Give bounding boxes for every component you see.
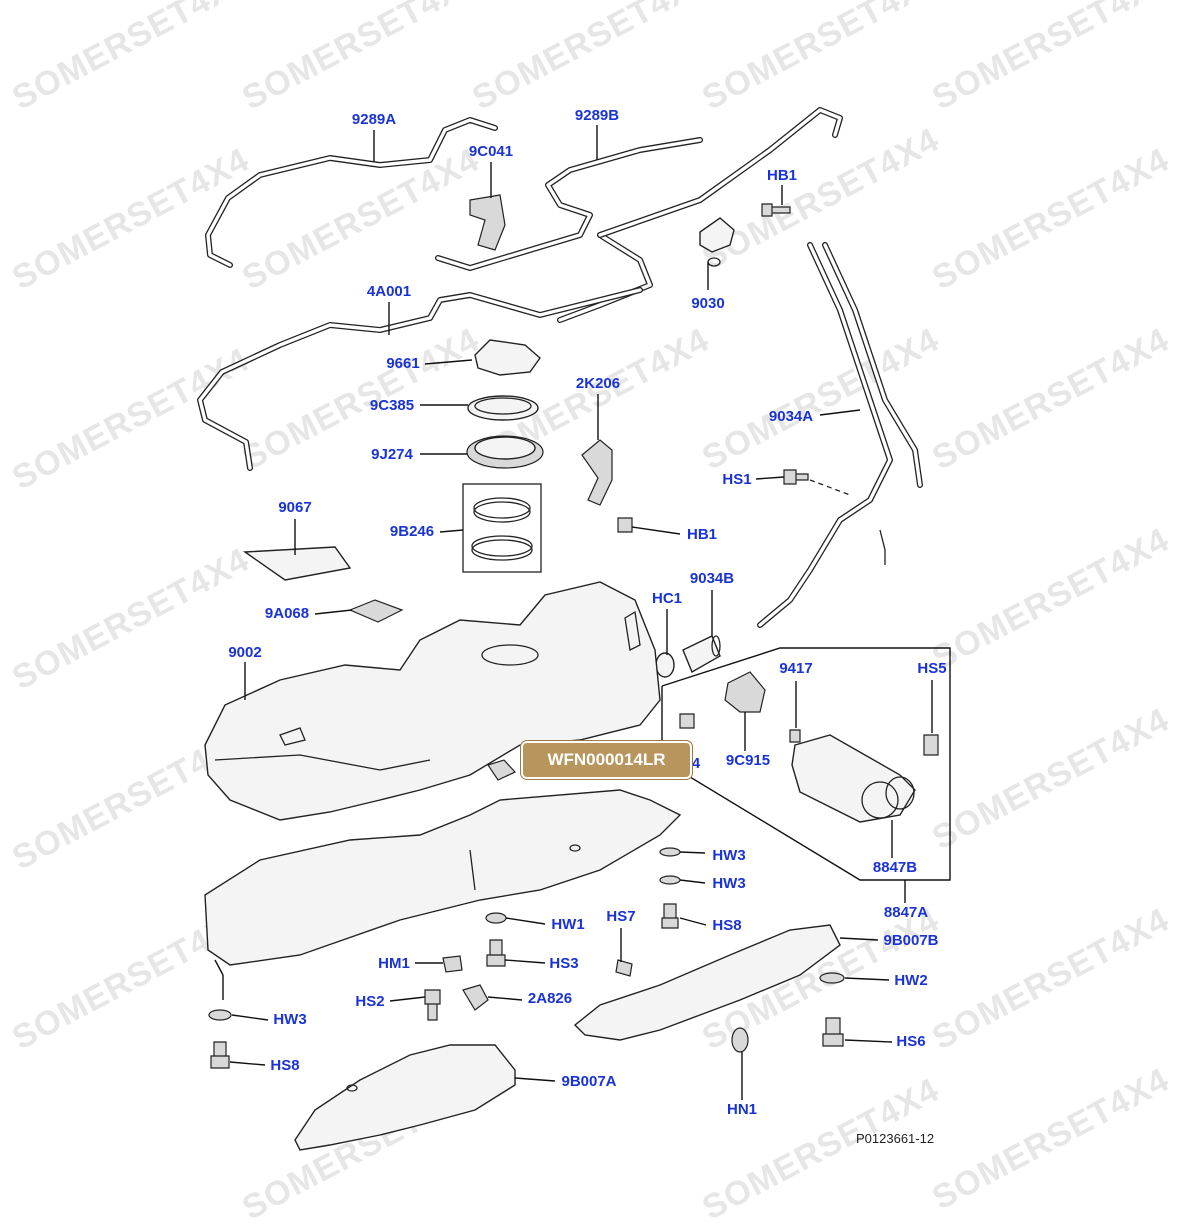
- label-9067: 9067: [278, 499, 312, 516]
- bracket-9c041: [469, 194, 506, 251]
- fuel-tank-9002: [204, 581, 661, 821]
- label-8847b: 8847B: [872, 859, 918, 876]
- label-hb1-top: HB1: [766, 167, 798, 184]
- washer-hw2: [819, 972, 845, 984]
- lock-ring-9c385: [467, 395, 539, 421]
- diagram-drawing: [197, 107, 951, 1151]
- bolt-hs5: [923, 734, 939, 756]
- label-hb1-mid: HB1: [686, 526, 718, 543]
- pump-module-9661: [474, 339, 541, 376]
- parts-diagram: SOMERSET4X4 SOMERSET4X4 SOMERSET4X4 SOME…: [6, 0, 1175, 1227]
- label-9c915: 9C915: [725, 752, 771, 769]
- label-9030: 9030: [691, 295, 725, 312]
- label-hs6: HS6: [896, 1033, 926, 1050]
- bolt-hs8-b: [210, 1041, 230, 1069]
- bracket-hx1: [487, 759, 516, 781]
- bolt-hs8-a: [661, 903, 679, 929]
- bracket-2k206: [581, 439, 613, 506]
- bolt-hs3: [486, 939, 506, 967]
- label-hw1: HW1: [551, 916, 585, 933]
- bolt-hb1-mid: [617, 517, 633, 533]
- skid-plate-9b007a: [294, 1044, 516, 1151]
- screw-9417: [789, 729, 801, 743]
- label-hs1: HS1: [722, 471, 752, 488]
- evap-canister-8847b: [791, 734, 916, 823]
- label-9b007b: 9B007B: [883, 932, 939, 949]
- label-hs3: HS3: [549, 955, 579, 972]
- bolt-hb1-top: [761, 203, 791, 217]
- label-9289a: 9289A: [351, 111, 397, 128]
- label-9a068: 9A068: [264, 605, 310, 622]
- skid-plate-upper: [204, 789, 682, 966]
- label-9b007a: 9B007A: [561, 1073, 617, 1090]
- clip-2a826: [462, 984, 489, 1011]
- label-2a826: 2A826: [527, 990, 573, 1007]
- label-9417: 9417: [779, 660, 813, 677]
- washer-hw3-a: [659, 847, 681, 857]
- label-2k206: 2K206: [575, 375, 621, 392]
- valve-9c915: [724, 671, 766, 713]
- seal-kit-box-9b246: [462, 483, 542, 573]
- label-hc1: HC1: [651, 590, 683, 607]
- label-hw3-c: HW3: [273, 1011, 307, 1028]
- label-9034b: 9034B: [689, 570, 735, 587]
- washer-hw1: [485, 912, 507, 924]
- label-8847a: 8847A: [883, 904, 929, 921]
- label-hs5: HS5: [917, 660, 947, 677]
- label-9034a: 9034A: [768, 408, 814, 425]
- label-hw3-a: HW3: [712, 847, 746, 864]
- label-9002: 9002: [228, 644, 262, 661]
- label-9b246: 9B246: [389, 523, 435, 540]
- filler-cap-9030: [699, 217, 735, 253]
- heat-shield-9067: [242, 546, 352, 581]
- hose-9034b: [682, 635, 721, 674]
- filler-neck-9034a: [757, 242, 893, 628]
- washer-hw3-b: [659, 875, 681, 885]
- label-hw2: HW2: [894, 972, 928, 989]
- label-9661: 9661: [386, 355, 420, 372]
- label-hs8-a: HS8: [712, 917, 742, 934]
- leader-lines: [214, 125, 933, 1100]
- label-hw3-b: HW3: [712, 875, 746, 892]
- bolt-hs6: [822, 1017, 844, 1047]
- label-9c041: 9C041: [468, 143, 514, 160]
- label-hn1: HN1: [726, 1101, 758, 1118]
- pad-9a068: [348, 599, 404, 623]
- label-9j274: 9J274: [371, 446, 413, 463]
- nut-hm1: [442, 955, 463, 973]
- label-hs2: HS2: [355, 993, 385, 1010]
- bolt-hs4: [679, 713, 695, 729]
- hose-clip-hc1: [655, 652, 675, 678]
- bolt-hs2: [424, 989, 441, 1021]
- label-hm1: HM1: [378, 955, 410, 972]
- pipe-9289a: [205, 117, 498, 268]
- label-hs7: HS7: [606, 908, 636, 925]
- label-9c385: 9C385: [369, 397, 415, 414]
- nut-hn1: [731, 1027, 749, 1053]
- bolt-hs7: [615, 959, 633, 977]
- label-9289b: 9289B: [574, 107, 620, 124]
- diagram-reference: P0123661-12: [856, 1131, 935, 1146]
- label-hs8-b: HS8: [270, 1057, 300, 1074]
- washer-hw3-c: [208, 1009, 232, 1021]
- bolt-hs1: [783, 469, 809, 485]
- highlighted-part-tag[interactable]: WFN000014LR: [521, 741, 692, 779]
- label-4a001: 4A001: [366, 283, 412, 300]
- skid-plate-9b007b: [573, 924, 841, 1041]
